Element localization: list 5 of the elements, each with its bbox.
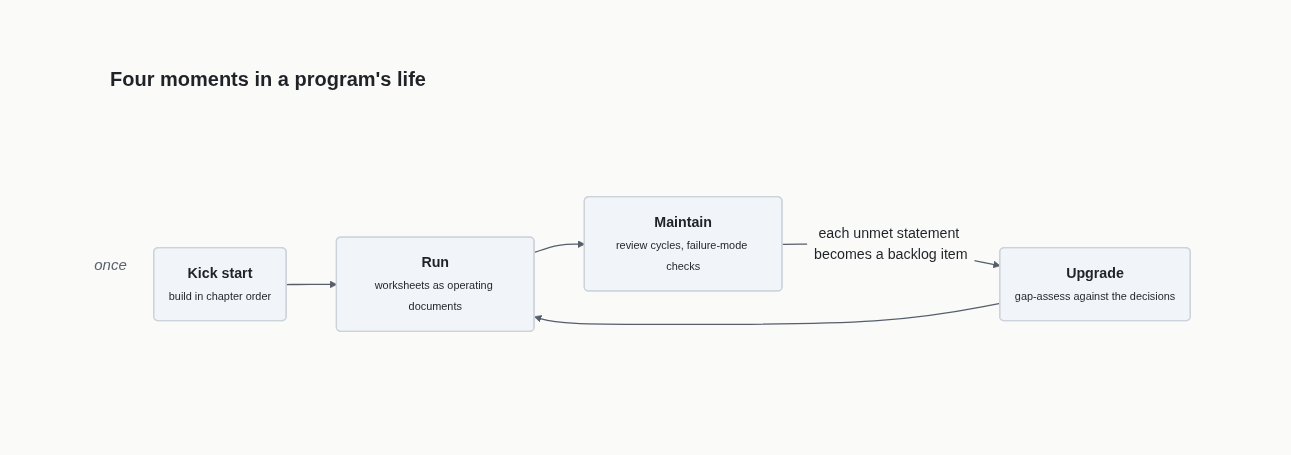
arrow <box>285 280 337 289</box>
diagram-title: Four moments in a program's life <box>110 68 426 91</box>
arrow <box>533 240 585 254</box>
edge-label: each unmet statement becomes a backlog item <box>813 225 968 263</box>
note-text: once <box>94 255 127 273</box>
